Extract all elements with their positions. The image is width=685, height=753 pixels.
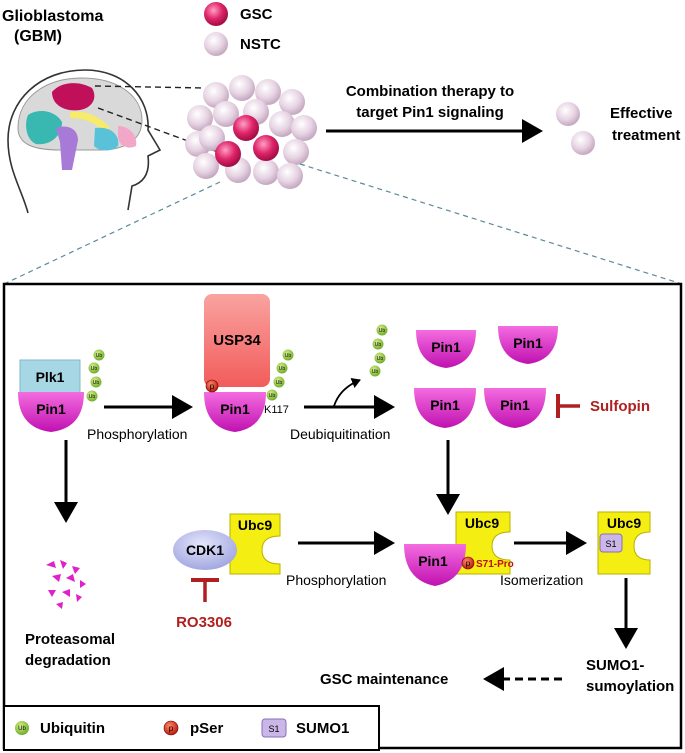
ubc9-shape-left — [229, 513, 281, 575]
svg-text:Ub: Ub — [375, 342, 382, 348]
projection-line-left — [3, 181, 221, 285]
remaining-cell-1 — [556, 102, 580, 126]
svg-text:Ub: Ub — [285, 353, 292, 359]
outcome-label-line1: Effective — [610, 105, 673, 122]
svg-text:Ub: Ub — [279, 366, 286, 372]
svg-text:Ub: Ub — [377, 356, 384, 362]
mechanism-panel — [2, 282, 683, 750]
pin1-label-left: Pin1 — [36, 401, 66, 417]
ro3306-label: RO3306 — [176, 614, 232, 631]
nstc-legend-label: NSTC — [240, 36, 281, 53]
plk1-label: Plk1 — [36, 369, 65, 385]
pin1-shape-middle — [204, 392, 266, 432]
svg-text:p: p — [466, 559, 471, 568]
cdk1-label: CDK1 — [186, 542, 224, 558]
isomerization-label: Isomerization — [500, 572, 583, 588]
pin1-shape-stable-4 — [484, 388, 546, 428]
pin1-label-stable-2: Pin1 — [513, 335, 543, 351]
pser-marker-middle — [205, 379, 219, 393]
proteasomal-label-line2: degradation — [25, 652, 111, 669]
pin1-shape-stable-3 — [414, 388, 476, 428]
projection-line-right — [299, 163, 683, 285]
svg-text:Ub: Ub — [91, 366, 98, 372]
degraded-pin1-fragments — [46, 560, 86, 609]
svg-text:Ub: Ub — [96, 353, 103, 359]
legend-box — [3, 705, 380, 751]
ubiquitin-chain-left: Ub Ub Ub Ub — [86, 349, 105, 402]
phosphorylation-label-2: Phosphorylation — [286, 572, 386, 588]
nstc-legend-cell — [204, 32, 228, 56]
svg-text:Ub: Ub — [89, 394, 96, 400]
pin1-label-complex: Pin1 — [418, 553, 448, 569]
gsc-legend-cell — [204, 2, 228, 26]
zoom-line-top — [94, 85, 206, 89]
phosphorylation-label-1: Phosphorylation — [87, 426, 187, 442]
pin1-shape-stable-2 — [498, 326, 558, 364]
ubiquitin-chain-middle: Ub Ub Ub Ub — [266, 349, 294, 401]
gsc-maintenance-label: GSC maintenance — [320, 671, 448, 688]
svg-text:S1: S1 — [268, 724, 279, 734]
pin1-shape-left — [18, 392, 84, 432]
svg-text:Ub: Ub — [276, 380, 283, 386]
svg-text:p: p — [169, 724, 174, 733]
pin1-label-stable-3: Pin1 — [430, 397, 460, 413]
pin1-shape-stable-1 — [416, 330, 476, 368]
sumo1-legend-label: SUMO1 — [296, 720, 349, 737]
pin1-shape-complex — [404, 544, 466, 586]
svg-text:Ub: Ub — [18, 726, 26, 732]
k117-label: K117 — [264, 404, 289, 416]
ubc9-label-left: Ubc9 — [238, 517, 272, 533]
sumoylation-label-line2: sumoylation — [586, 678, 674, 695]
proteasomal-label-line1: Proteasomal — [25, 631, 115, 648]
ubc9-shape-right — [597, 511, 651, 575]
released-ubiquitin-chain: Ub Ub Ub Ub — [369, 324, 388, 377]
svg-text:Ub: Ub — [269, 393, 276, 399]
usp34-label: USP34 — [213, 332, 261, 349]
sumo1-marker-label: S1 — [605, 539, 616, 549]
svg-text:Ub: Ub — [93, 380, 100, 386]
deubiquitination-label: Deubiquitination — [290, 426, 390, 442]
ubiquitin-legend-label: Ubiquitin — [40, 720, 105, 737]
pin1-label-middle: Pin1 — [220, 401, 250, 417]
sumo1-legend-icon — [261, 718, 287, 738]
outcome-label-line2: treatment — [612, 127, 680, 144]
usp34-block — [204, 294, 270, 387]
plk1-block — [19, 359, 81, 394]
released-ubiquitin-arrow — [333, 377, 361, 407]
cdk1-shape — [173, 530, 237, 570]
svg-text:Ub: Ub — [379, 328, 386, 334]
pser-legend-icon — [163, 720, 179, 736]
ubiquitin-legend-icon — [15, 721, 29, 735]
therapy-label-line1: Combination therapy to — [346, 83, 514, 100]
pin1-label-stable-1: Pin1 — [431, 339, 461, 355]
ubc9-label-right: Ubc9 — [607, 515, 641, 531]
gbm-title: Glioblastoma — [2, 8, 103, 25]
pser-legend-label: pSer — [190, 720, 224, 737]
head-brain-icon — [7, 69, 162, 214]
zoom-line-bottom — [97, 107, 219, 153]
sulfopin-label: Sulfopin — [590, 398, 650, 415]
tumor-cell-cluster — [185, 75, 317, 189]
svg-text:p: p — [210, 382, 215, 391]
pser-marker-complex — [461, 556, 475, 570]
gbm-title-abbrev: (GBM) — [14, 28, 62, 45]
remaining-cell-2 — [571, 131, 595, 155]
ubc9-label-complex: Ubc9 — [465, 515, 499, 531]
s71pro-label: S71-Pro — [476, 559, 514, 570]
therapy-label-line2: target Pin1 signaling — [356, 104, 504, 121]
gsc-legend-label: GSC — [240, 6, 273, 23]
svg-text:Ub: Ub — [372, 369, 379, 375]
sumoylation-label-line1: SUMO1- — [586, 657, 644, 674]
sumo1-marker-right — [599, 533, 623, 553]
pin1-label-stable-4: Pin1 — [500, 397, 530, 413]
